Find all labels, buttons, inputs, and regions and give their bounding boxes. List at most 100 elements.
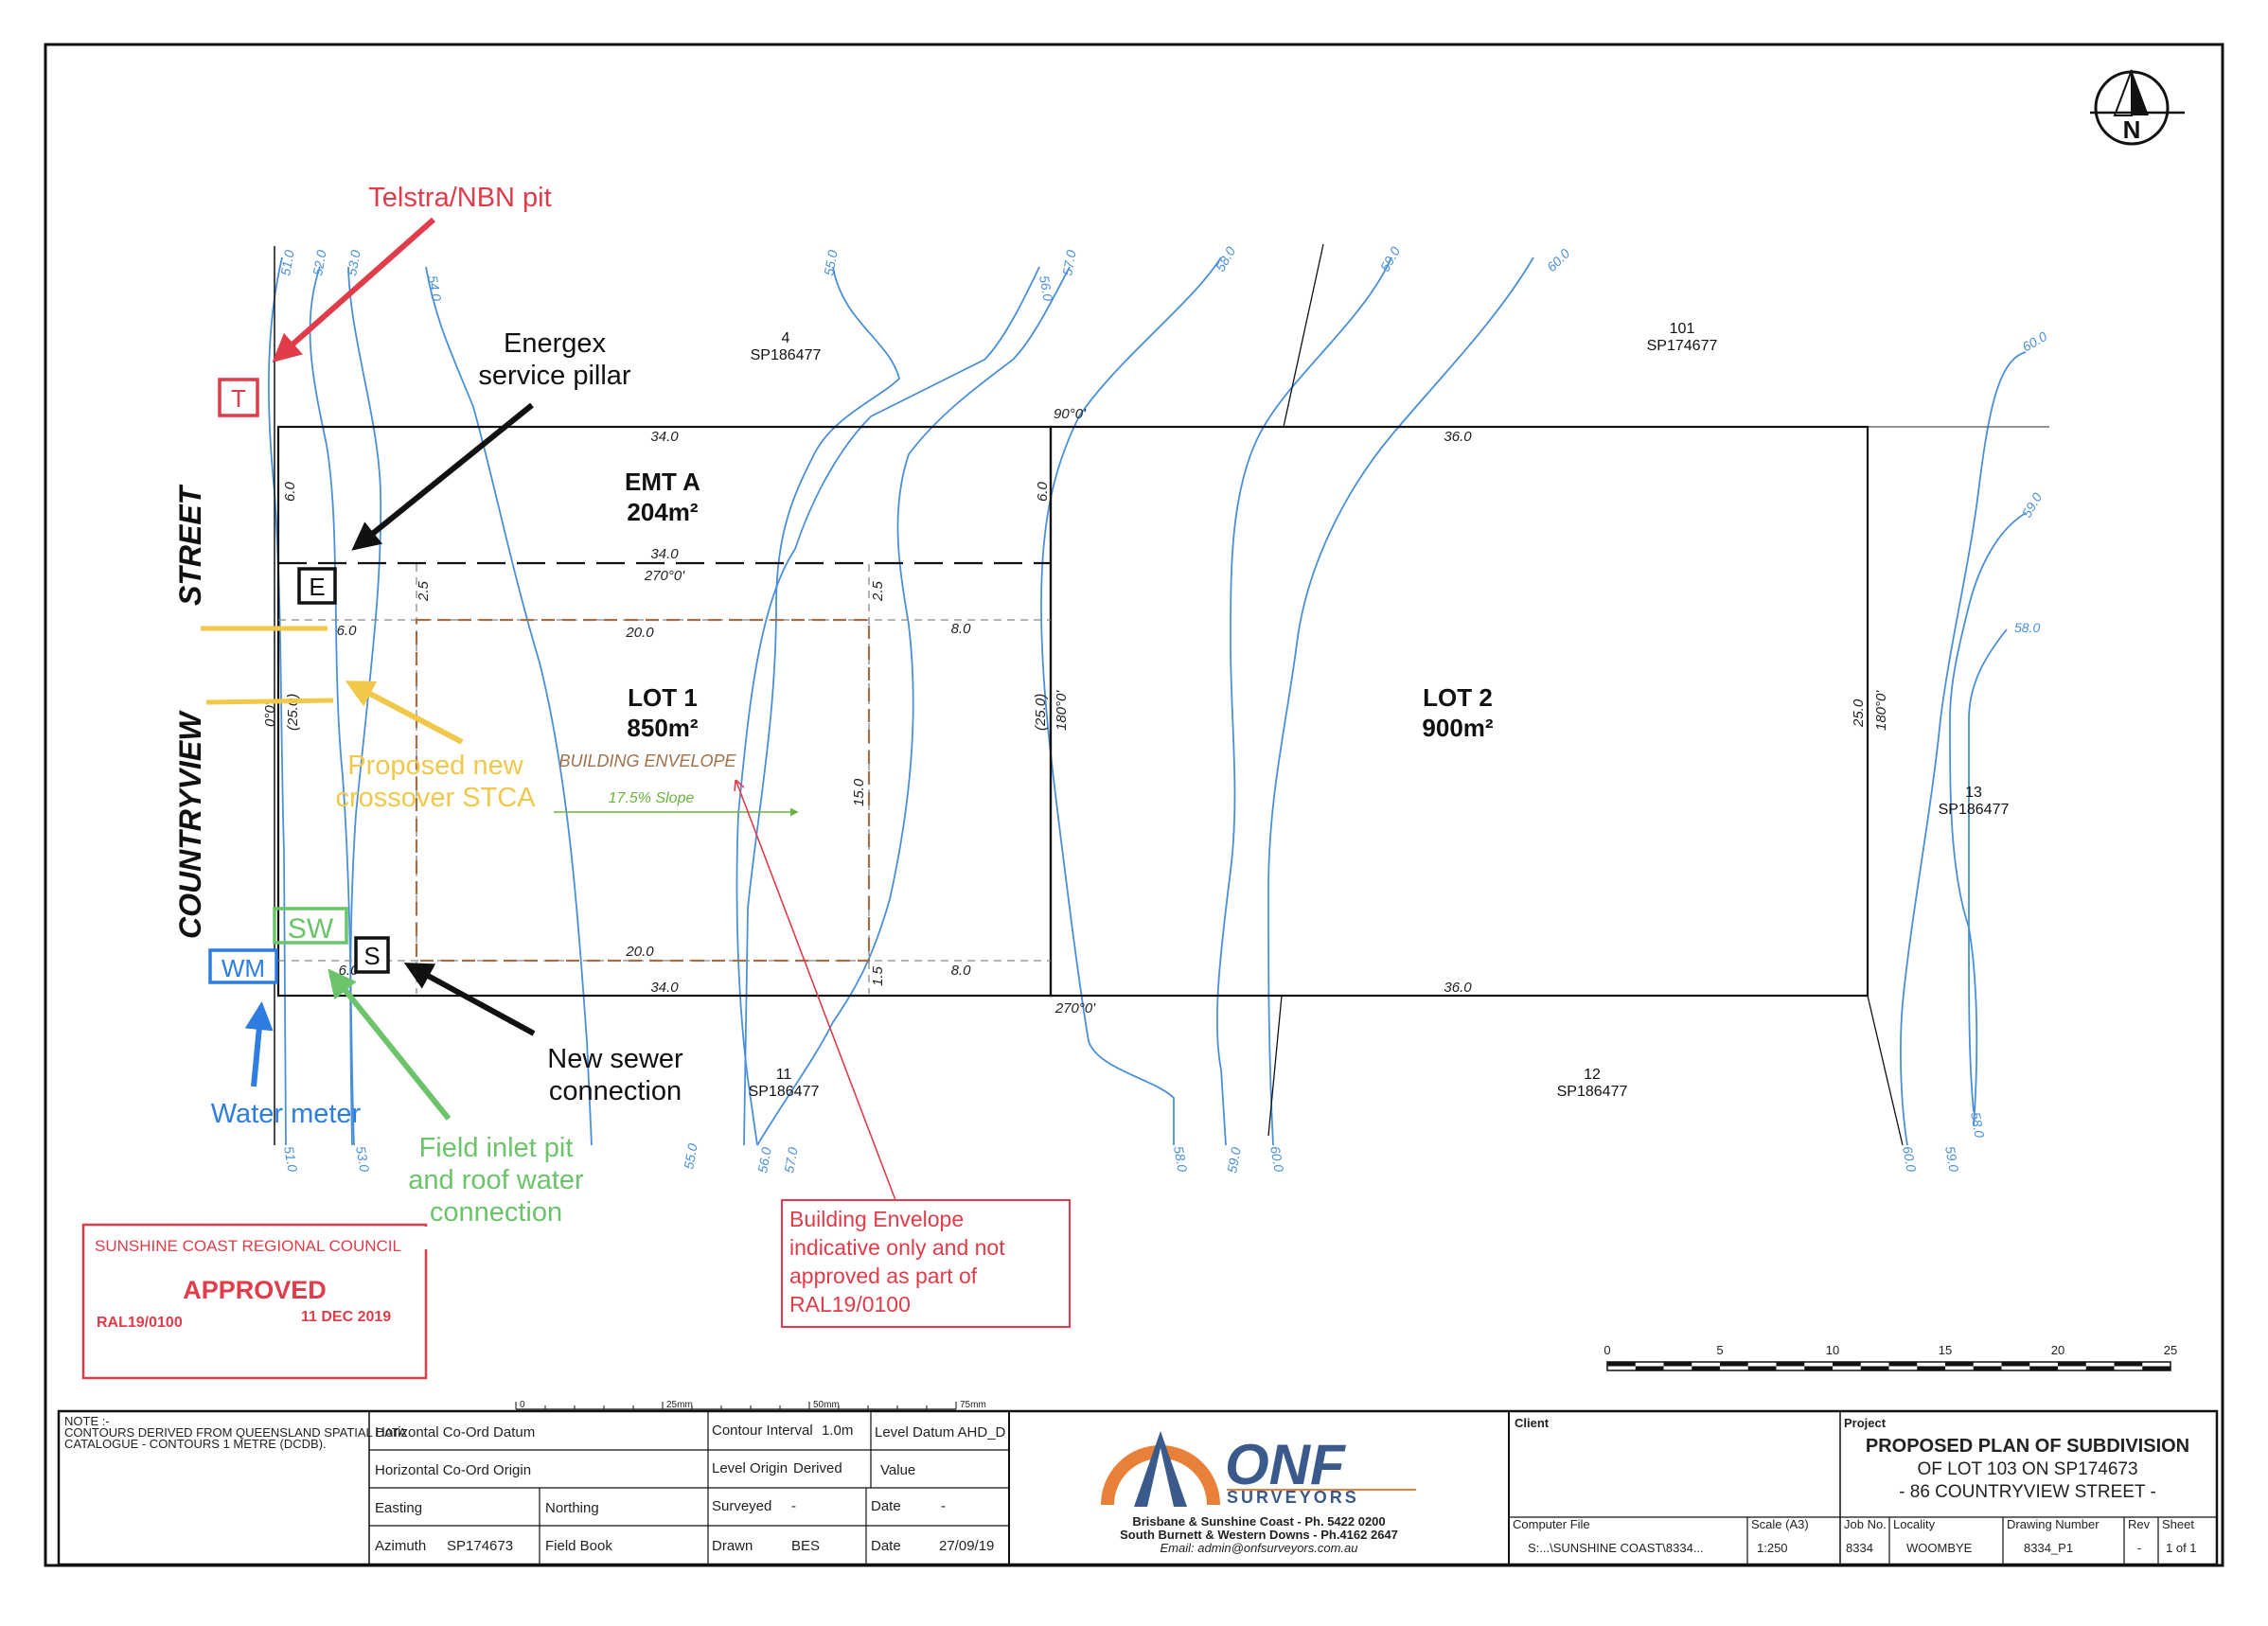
contour-label: 54.0 <box>425 274 445 303</box>
contour-label: 56.0 <box>1037 274 1056 303</box>
contour-label: 58.0 <box>1213 244 1239 274</box>
contour-label: 55.0 <box>681 1142 700 1171</box>
telstra-pit-marker: T <box>218 378 259 417</box>
h-origin-label: Horizontal Co-Ord Origin <box>375 1462 531 1478</box>
project-label: Project <box>1844 1416 1887 1430</box>
parcel-lot: 4 <box>782 330 790 346</box>
dim-setback-bottom: 1.5 <box>870 965 886 986</box>
mm-ruler-tick-label: 75mm <box>960 1400 986 1410</box>
azimuth-label: Azimuth <box>375 1538 426 1554</box>
mm-ruler-tick-label: 50mm <box>813 1400 840 1410</box>
lot-2-name: LOT 2 <box>1423 683 1493 712</box>
lot-1-area: 850m² <box>627 714 698 742</box>
surveyed-date: - <box>941 1498 946 1514</box>
bearing-left: 0°0' <box>262 701 278 727</box>
envelope-note-line: RAL19/0100 <box>789 1292 911 1317</box>
mm-ruler-tick-label: 25mm <box>666 1400 693 1410</box>
scale-bar-segment <box>2058 1362 2086 1367</box>
parcel-plan: SP186477 <box>1557 1084 1628 1100</box>
job-value: 8334 <box>1846 1541 1873 1555</box>
scale-bar-tick-label: 10 <box>1826 1343 1839 1357</box>
contour-label: 60.0 <box>1544 245 1573 274</box>
dim-depth-mid: 6.0 <box>1035 481 1051 502</box>
dim-setback-left: 2.5 <box>416 580 432 602</box>
emt-a-name: EMT A <box>625 468 700 496</box>
envelope-note-line: Building Envelope <box>789 1207 964 1231</box>
parcel-lot: 12 <box>1584 1067 1601 1083</box>
contour-label: 59.0 <box>1942 1145 1962 1174</box>
dim-env-width-top: 20.0 <box>625 625 654 641</box>
field-inlet-arrow <box>328 968 452 1121</box>
project-line1: PROPOSED PLAN OF SUBDIVISION <box>1866 1436 2189 1457</box>
scale-bar-segment <box>1635 1366 1664 1370</box>
scale-bar-segment <box>1720 1362 1748 1367</box>
dim-width-right: 25.0 <box>1851 698 1867 728</box>
field-inlet-annotation-line3: connection <box>430 1197 562 1228</box>
logo-subtext: SURVEYORS <box>1227 1488 1359 1507</box>
title-block: NOTE :- CONTOURS DERIVED FROM QUEENSLAND… <box>57 1409 2219 1566</box>
crossover-line-bottom <box>205 698 334 705</box>
h-datum-label: Horizontal Co-Ord Datum <box>375 1424 535 1440</box>
scale-bar-segment <box>1747 1366 1777 1370</box>
easting-label: Easting <box>375 1500 422 1516</box>
scale-bar-tick-label: 25 <box>2164 1343 2177 1357</box>
sewer-annotation-line1: New sewer <box>547 1044 683 1074</box>
crossover-annotation-line1: Proposed new <box>347 751 523 781</box>
scale-bar-segment <box>1692 1366 1720 1370</box>
contour-label: 56.0 <box>754 1146 774 1175</box>
locality-value: WOOMBYE <box>1906 1541 1973 1555</box>
level-datum-label: Level Datum AHD_D <box>875 1424 1006 1440</box>
contour-label: 59.0 <box>1377 244 1404 274</box>
field-book-label: Field Book <box>545 1538 612 1554</box>
contour-label: 59.0 <box>2019 490 2046 521</box>
dim-emt-depth: 34.0 <box>650 546 679 562</box>
telstra-arrow <box>272 217 435 362</box>
sewer-annotation-line2: connection <box>549 1076 682 1106</box>
contour-label: 58.0 <box>1171 1145 1191 1174</box>
scale-label: Scale (A3) <box>1751 1517 1809 1531</box>
scale-bar-segment <box>1945 1362 1974 1367</box>
stamp-ref: RAL19/0100 <box>97 1315 183 1331</box>
dim-env-side-top: 8.0 <box>951 621 972 637</box>
value-label: Value <box>880 1462 915 1478</box>
water-meter-marker: WM <box>208 948 278 984</box>
field-inlet-annotation-line2: and roof water <box>408 1165 584 1195</box>
northing-label: Northing <box>545 1500 599 1516</box>
svg-text:T: T <box>231 384 246 413</box>
dim-top-left: 34.0 <box>650 429 679 445</box>
energex-annotation-line1: Energex <box>504 328 607 359</box>
scale-bar-segment <box>2029 1366 2058 1370</box>
azimuth-value: SP174673 <box>447 1538 513 1554</box>
scale-bar-segment <box>1663 1362 1692 1367</box>
scale-bar-tick-label: 0 <box>1604 1343 1610 1357</box>
dim-setback-mid: 2.5 <box>870 580 886 602</box>
sheet-label: Sheet <box>2162 1517 2194 1531</box>
dim-bottom-left: 34.0 <box>650 980 679 996</box>
scale-bar-segment <box>1917 1366 1945 1370</box>
stamp-date: 11 DEC 2019 <box>301 1309 391 1325</box>
dimension-labels: 34.0 36.0 90°0' 34.0 270°0' 6.0 6.0 2.5 … <box>262 406 1889 1016</box>
dim-width-mid: (25.0) <box>1033 694 1049 731</box>
surveyed-label: Surveyed <box>712 1498 771 1514</box>
building-envelope-outline <box>415 618 871 963</box>
scale-bar-tick-label: 15 <box>1939 1343 1952 1357</box>
bearing-mid-vertical: 180°0' <box>1054 690 1070 731</box>
stamp-council: SUNSHINE COAST REGIONAL COUNCIL <box>95 1237 401 1255</box>
envelope-note-arrow <box>736 782 896 1201</box>
contour-label: 60.0 <box>1267 1145 1287 1174</box>
contact-email: Email: admin@onfsurveyors.com.au <box>1161 1541 1358 1555</box>
drawn-date-label: Date <box>871 1538 901 1554</box>
logo-text: ONF <box>1225 1433 1346 1496</box>
surveyed-value: - <box>791 1498 796 1514</box>
energex-annotation-line2: service pillar <box>478 361 630 391</box>
contour-labels: 51.0 52.0 53.0 54.0 55.0 56.0 57.0 58.0 … <box>277 244 2049 1175</box>
note-line: NOTE :- <box>64 1414 110 1428</box>
energex-pillar-marker: E <box>297 567 337 605</box>
scale-bar-segment <box>1833 1362 1861 1367</box>
parcel-plan: SP186477 <box>1939 802 2010 818</box>
svg-text:SW: SW <box>288 913 334 945</box>
drawn-value: BES <box>791 1538 820 1554</box>
north-letter: N <box>2123 115 2141 144</box>
scale-bar-tick-label: 5 <box>1716 1343 1723 1357</box>
rev-label: Rev <box>2128 1517 2151 1531</box>
